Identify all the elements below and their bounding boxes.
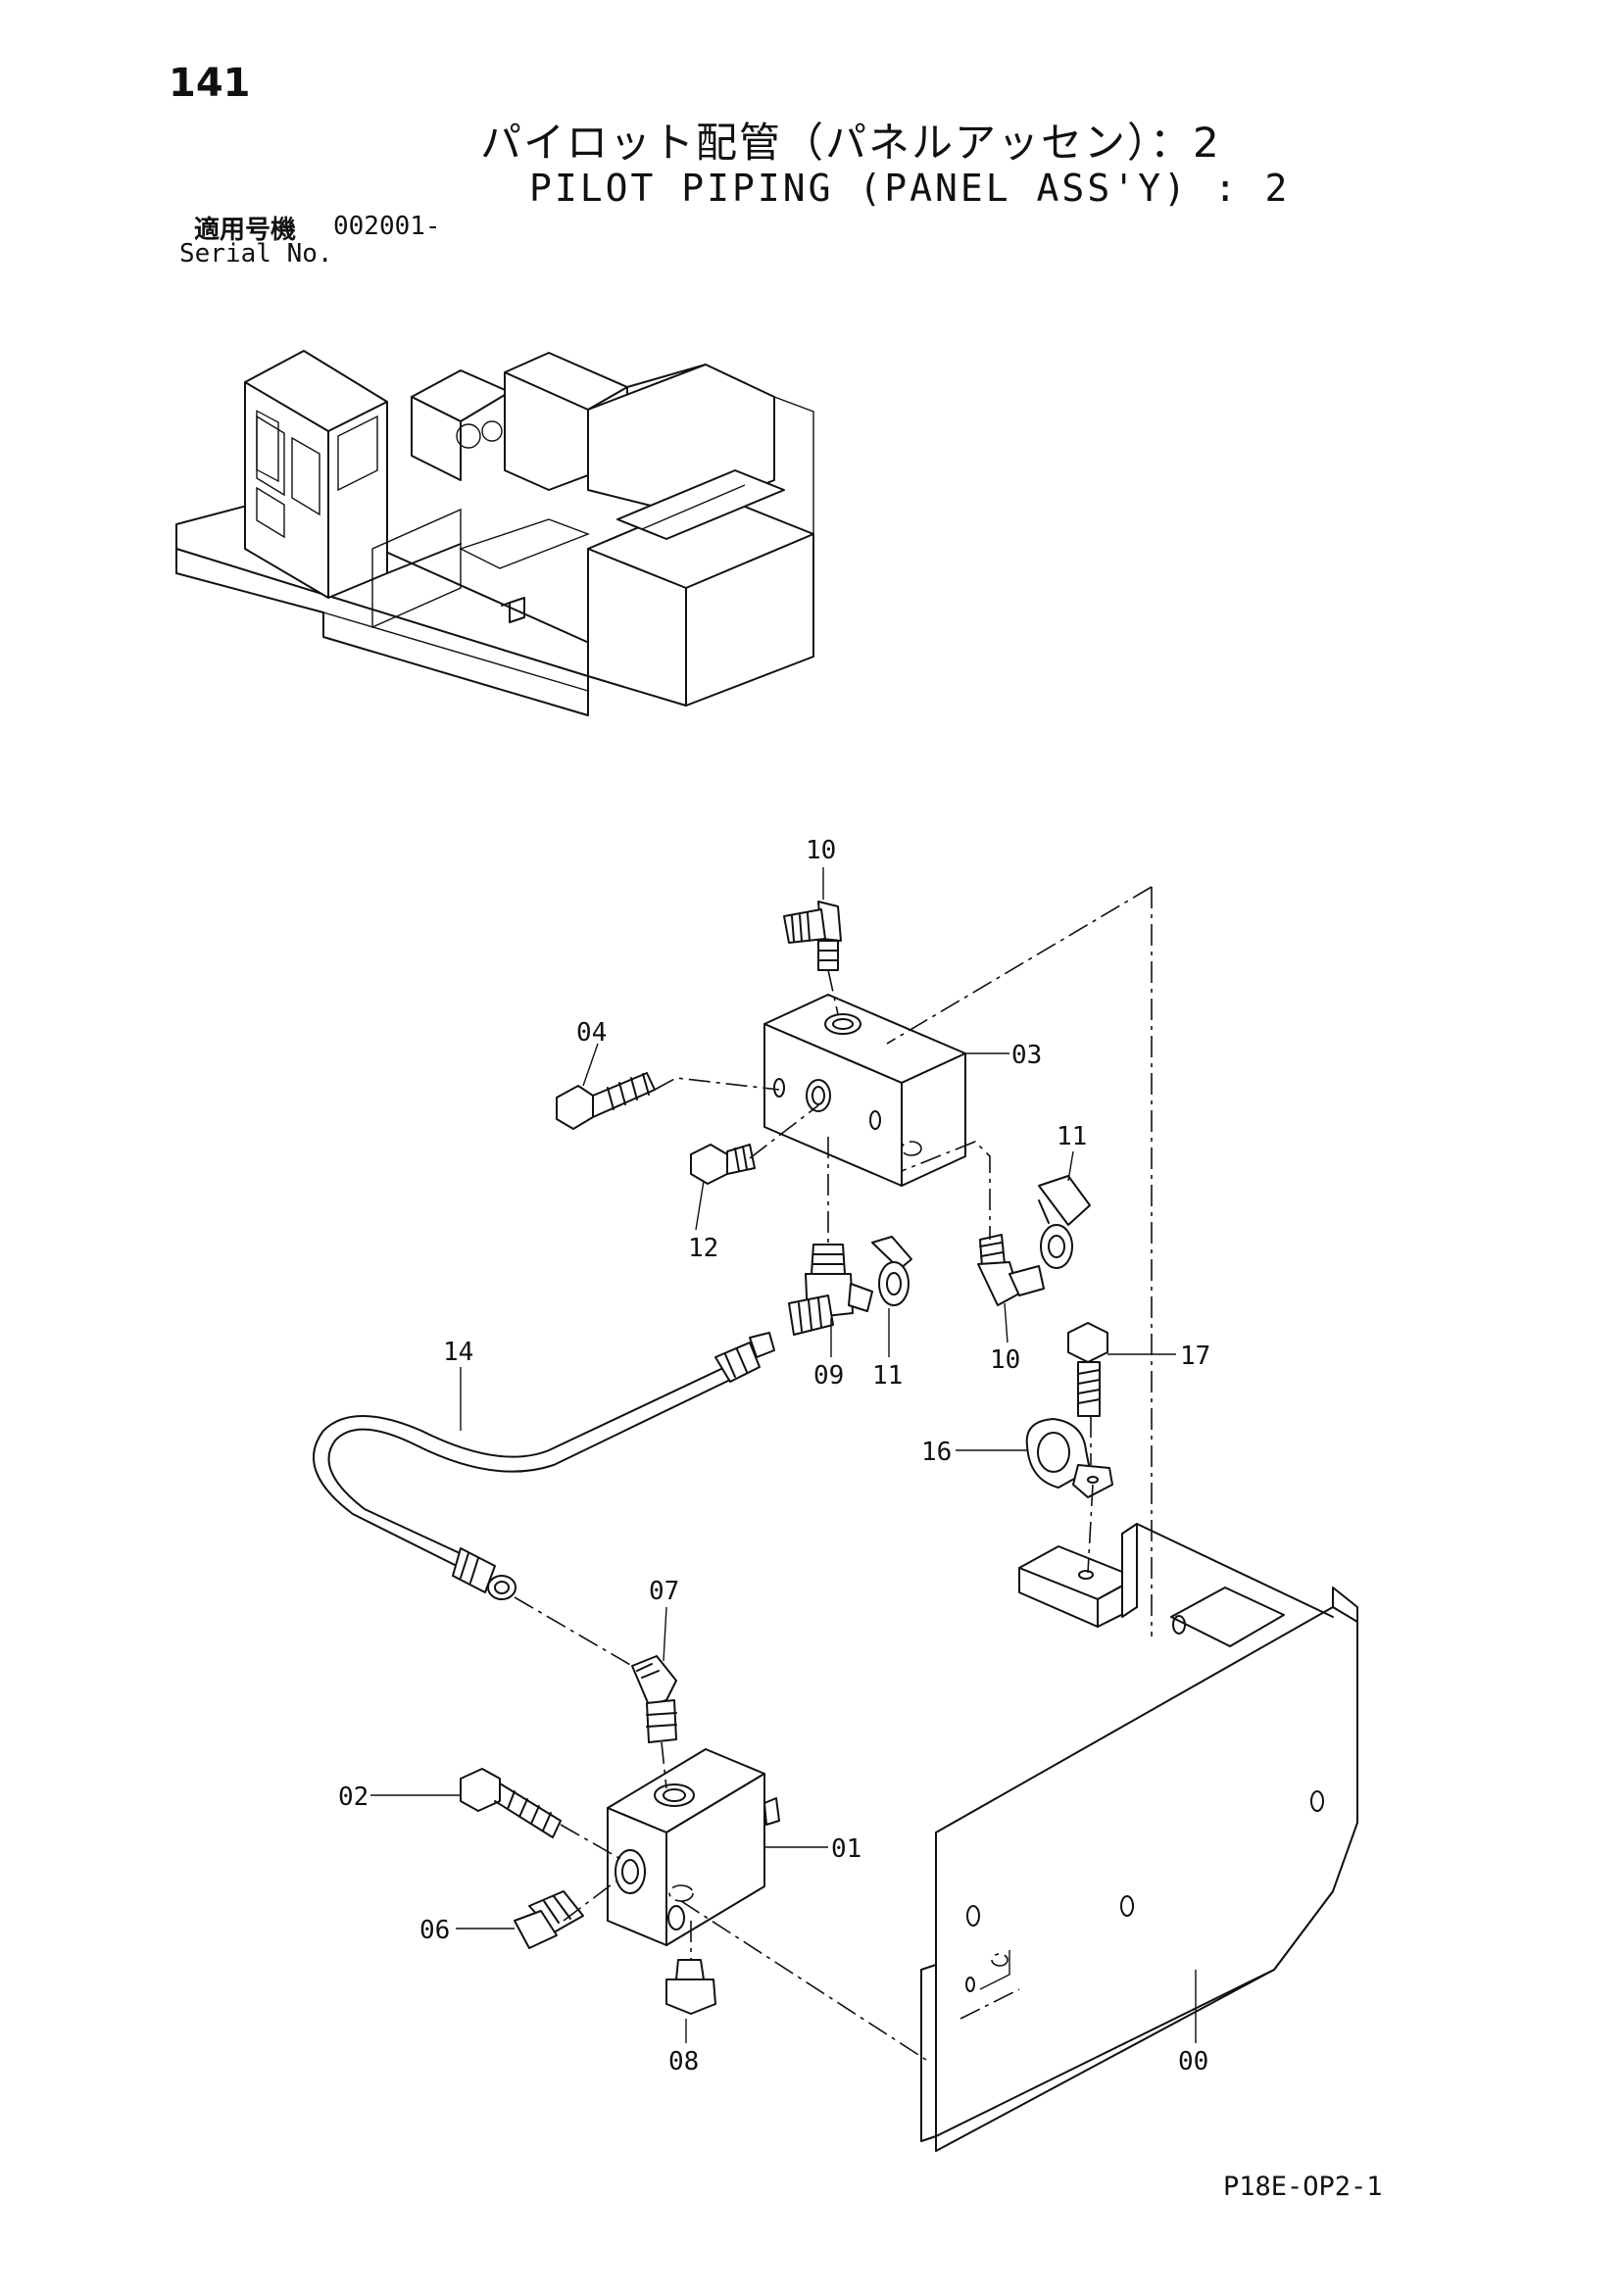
callout-10-top: 10 <box>806 836 836 865</box>
document-code: P18E-OP2-1 <box>1223 2172 1383 2202</box>
leader-lines <box>370 867 1197 2043</box>
callout-00: 00 <box>1178 2047 1208 2076</box>
callout-03: 03 <box>1011 1041 1042 1070</box>
assembly-lines <box>514 886 1153 2061</box>
fitting-12 <box>690 1144 756 1185</box>
page-number: 141 <box>169 61 251 106</box>
callout-12: 12 <box>688 1234 718 1263</box>
valve-block-01 <box>607 1748 780 1946</box>
serial-label-english: Serial No. <box>179 239 333 269</box>
elbow-fitting-10-mid <box>977 1234 1045 1306</box>
callout-10-mid: 10 <box>990 1345 1020 1375</box>
callout-09: 09 <box>813 1361 844 1391</box>
plug-08 <box>665 1959 716 2015</box>
bolt-02 <box>460 1768 562 1838</box>
serial-value: 002001- <box>333 212 441 241</box>
callout-11-right: 11 <box>1057 1122 1087 1151</box>
bolt-17 <box>1067 1322 1108 1417</box>
elbow-fitting-10-top <box>783 901 842 971</box>
callout-02: 02 <box>338 1783 369 1812</box>
elbow-fitting-11-right <box>1038 1175 1091 1269</box>
title-english: PILOT PIPING (PANEL ASS'Y) : 2 <box>529 167 1291 210</box>
callout-04: 04 <box>576 1018 607 1048</box>
callout-01: 01 <box>831 1834 861 1864</box>
callout-08: 08 <box>668 2047 699 2076</box>
panel-plate-00 <box>920 1523 1358 2152</box>
machine-overview-illustration <box>175 350 814 716</box>
title-japanese: パイロット配管（パネルアッセン）：2 <box>480 119 1221 167</box>
hose-14 <box>313 1332 775 1600</box>
clamp-16 <box>1025 1418 1113 1498</box>
serial-label-japanese: 適用号機 <box>194 216 297 245</box>
tee-fitting-09 <box>788 1244 873 1336</box>
callout-06: 06 <box>419 1916 450 1945</box>
callout-07: 07 <box>649 1577 679 1606</box>
callout-11-mid: 11 <box>872 1361 903 1391</box>
bolt-04 <box>556 1072 656 1130</box>
callout-17: 17 <box>1180 1342 1210 1371</box>
elbow-fitting-07 <box>631 1655 677 1743</box>
callout-labels: 10 04 03 12 11 09 11 10 14 17 16 07 02 0… <box>338 836 1210 2076</box>
elbow-fitting-11-mid <box>871 1236 912 1306</box>
callout-14: 14 <box>443 1338 473 1367</box>
fitting-06 <box>514 1890 584 1949</box>
callout-16: 16 <box>921 1438 952 1467</box>
